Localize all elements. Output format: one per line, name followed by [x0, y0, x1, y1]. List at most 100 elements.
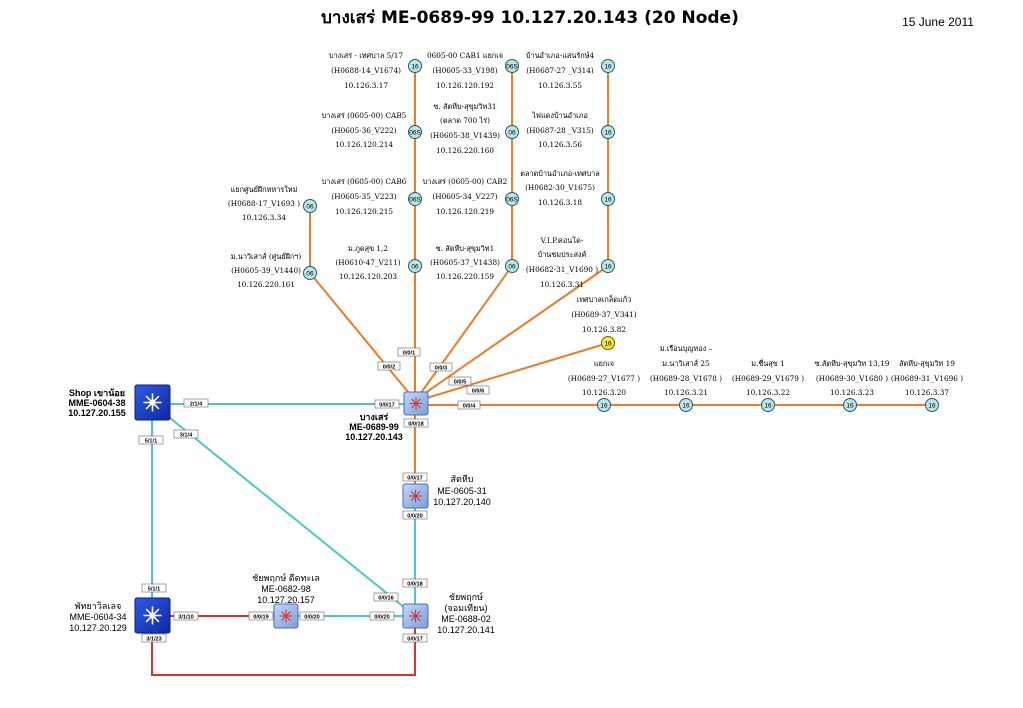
- node-e4[interactable]: 16 ซ.สัตหีบ-สุขุมวิท 13,19 (H0689-30_V16…: [815, 359, 890, 412]
- node-name: บางเสร่ (0605-00) CAB5: [322, 111, 407, 120]
- link-shop-chaiyapruek: [169, 417, 411, 613]
- pattaya-name: พัทยาวิลเลจ: [75, 601, 122, 611]
- node-b3[interactable]: 06S บางเสร่ (0605-00) CAB2 (H0605-34_V22…: [423, 177, 519, 216]
- node-a3[interactable]: 06S บางเสร่ (0605-00) CAB6 (H0605-35_V22…: [322, 177, 422, 216]
- node-type: 16: [846, 402, 854, 409]
- node-ip: 10.126.3.17: [344, 81, 388, 90]
- node-code: (H0689-30_V1680 ): [816, 374, 888, 383]
- node-b2[interactable]: 06 ซ. สัตหีบ-สุขุมวิท31 (ตลาด 700 ไร่) (…: [430, 102, 519, 155]
- port-tag: 0/0/20: [369, 611, 395, 621]
- node-ip: 10.126.3.23: [830, 388, 874, 397]
- node-type: 06S: [506, 196, 518, 203]
- node-ip: 10.126.3.18: [538, 198, 582, 207]
- port-tag: 5/1/1: [138, 435, 164, 445]
- node-e5[interactable]: 16 สัตหีบ-สุขุมวิท 19 (H0689-31_V1696 ) …: [891, 359, 963, 412]
- node-type: 16: [411, 63, 419, 70]
- switch-pattaya[interactable]: [134, 597, 171, 634]
- sattahip-ip: 10.127.20.140: [433, 497, 491, 507]
- node-c4[interactable]: 16 V.I.P.คอนโด- บ้านชมประสงค์ (H0682-31_…: [526, 236, 615, 289]
- port-tag: 0/0/6: [466, 385, 490, 395]
- center-name: บางเสร่: [360, 412, 389, 422]
- node-name: 0605-00 CAB1 แยกเจ: [427, 51, 503, 60]
- node-e1[interactable]: 16 แยกเจ (H0689-27_V1677 ) 10.126.3.20: [568, 359, 640, 412]
- svg-text:0/0/6: 0/0/6: [472, 388, 484, 394]
- node-ip: 10.126.3.55: [538, 81, 582, 90]
- pattaya-ip: 10.127.20.129: [69, 623, 127, 633]
- node-d1[interactable]: 06 แยกศูนย์ฝึกทหารใหม่ (H0688-17_V1693 )…: [228, 185, 317, 222]
- switch-sattahip[interactable]: [402, 483, 429, 509]
- port-tag: 0/0/18: [402, 578, 428, 588]
- node-e3[interactable]: 16 ม.ชื่นสุข 1 (H0689-29_V1679 ) 10.126.…: [732, 358, 804, 412]
- node-name: บางเสร่ (0605-00) CAB6: [322, 177, 407, 186]
- node-code: (H0682-30_V1675): [525, 183, 595, 192]
- node-circle: [505, 59, 519, 73]
- svg-text:0/0/17: 0/0/17: [407, 475, 423, 481]
- node-a1[interactable]: 16 บางเสร่ - เทศบาล 5/17 (H0688-14_V1674…: [329, 51, 422, 90]
- svg-text:0/0/1: 0/0/1: [403, 350, 415, 356]
- node-sub: (ตลาด 700 ไร่): [440, 116, 490, 125]
- node-e2[interactable]: 16 ม.เรือนบุญทอง – ม.นาวิเสาส์ 25 (H0689…: [650, 344, 722, 412]
- node-ip: 10.126.120.219: [436, 207, 494, 216]
- node-code: (H0689-31_V1696 ): [891, 374, 963, 383]
- link-b-to-center: [417, 265, 513, 398]
- node-code: (H0605-35_V223): [331, 192, 396, 201]
- node-d2[interactable]: 06 ม.นาวิเสาส์ (ศูนย์ฝึกฯ) (H0605-39_V14…: [231, 252, 317, 289]
- node-code: (H0682-31_V1690 ): [526, 265, 598, 274]
- center-ip: 10.127.20.143: [345, 432, 403, 442]
- node-circle: [925, 398, 939, 412]
- node-c2[interactable]: 16 ไฟแดงบ้านอำเภอ (H0687-28 _V315) 10.12…: [526, 111, 615, 149]
- port-tag: 0/0/18: [403, 418, 429, 428]
- port-tag: 0/0/16: [373, 592, 399, 602]
- node-b1[interactable]: 06S 0605-00 CAB1 แยกเจ (H0605-33_V198) 1…: [427, 51, 519, 90]
- node-name: ม.นาวิเสาส์ (ศูนย์ฝึกฯ): [231, 252, 302, 261]
- node-circle: [505, 192, 519, 206]
- switch-chaiyapruek[interactable]: [402, 603, 429, 629]
- sattahip-id: ME-0605-31: [437, 486, 487, 496]
- svg-text:0/0/3: 0/0/3: [435, 365, 447, 371]
- node-circle: [601, 125, 615, 139]
- node-code: (H0689-28_V1678 ): [650, 374, 722, 383]
- svg-text:0/0/20: 0/0/20: [304, 614, 320, 620]
- node-sub: บ้านชมประสงค์: [538, 250, 587, 259]
- switch-chaiyapruek-dd[interactable]: [273, 603, 299, 629]
- node-circle: [601, 259, 615, 273]
- orange-links: [309, 66, 932, 490]
- node-code: (H0605-37_V1438): [430, 258, 500, 267]
- node-c1[interactable]: 16 บ้านอำเภอ-แสนรักษ์4 (H0687-27 _V314) …: [526, 51, 615, 90]
- node-circle: [303, 199, 317, 213]
- switch-shop[interactable]: [134, 384, 171, 421]
- node-c3[interactable]: 16 ตลาดบ้านอำเภอ-เทศบาล (H0682-30_V1675)…: [520, 169, 615, 207]
- svg-text:0/0/16: 0/0/16: [378, 595, 394, 601]
- svg-text:0/0/18: 0/0/18: [407, 581, 423, 587]
- node-y1[interactable]: 16 เทศบาลเกล็ดแก้ว (H0689-37_V341) 10.12…: [571, 294, 637, 350]
- node-type: 16: [682, 402, 690, 409]
- port-tag: 0/0/4: [457, 400, 481, 410]
- port-tag: 0/0/19: [248, 611, 274, 621]
- node-name: ม.ชื่นสุข 1: [751, 358, 784, 368]
- node-name: สัตหีบ-สุขุมวิท 19: [899, 359, 955, 368]
- node-ip: 10.126.3.56: [538, 140, 582, 149]
- node-ip: 10.126.3.20: [582, 388, 626, 397]
- node-circle: [408, 125, 422, 139]
- node-circle: [601, 192, 615, 206]
- node-code: (H0687-28 _V315): [526, 126, 594, 135]
- node-name: ซ. สัตหีบ-สุขุมวิท1: [436, 244, 495, 253]
- node-code: (H0605-36_V222): [331, 126, 396, 135]
- node-circle: [601, 59, 615, 73]
- node-b4[interactable]: 06 ซ. สัตหีบ-สุขุมวิท1 (H0605-37_V1438) …: [430, 244, 519, 281]
- node-type: 06: [508, 129, 516, 136]
- node-ip: 10.126.3.21: [664, 388, 708, 397]
- node-a4[interactable]: 06 ม.ภูดสุข 1,2 (H0610-47_V211) 10.126.1…: [335, 244, 422, 281]
- svg-text:3/1/10: 3/1/10: [178, 614, 194, 620]
- node-circle: [505, 125, 519, 139]
- chaiyapruek-id: ME-0688-02: [441, 614, 491, 624]
- node-type: 16: [764, 402, 772, 409]
- switch-center[interactable]: [403, 391, 429, 416]
- node-a2[interactable]: 06S บางเสร่ (0605-00) CAB5 (H0605-36_V22…: [322, 111, 422, 149]
- node-ip: 10.126.3.37: [905, 388, 949, 397]
- shop-name: Shop เขาน้อย: [69, 388, 125, 398]
- node-type: 06: [411, 263, 419, 270]
- device-labels: Shop เขาน้อย MME-0604-38 10.127.20.155 พ…: [68, 388, 495, 635]
- node-circle: [408, 59, 422, 73]
- link-c-to-center: [417, 265, 609, 399]
